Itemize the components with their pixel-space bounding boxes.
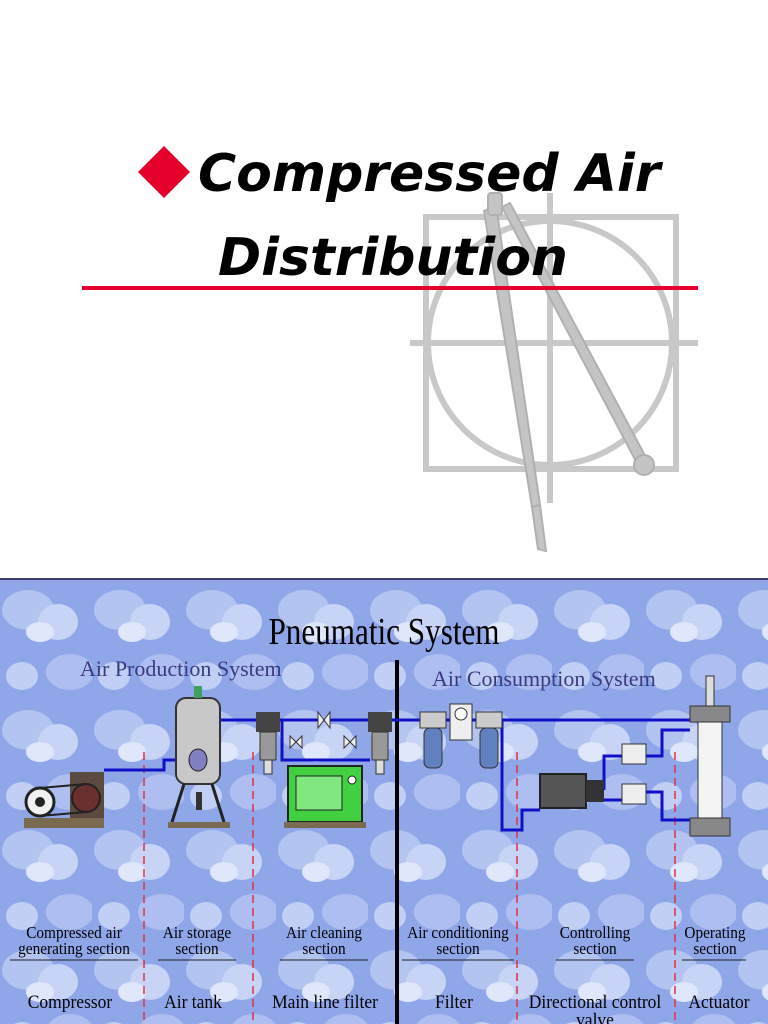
section-label-line: section bbox=[302, 939, 346, 958]
component-label-main-line-filter: Main line filter bbox=[272, 992, 378, 1013]
section-label-line: section bbox=[693, 939, 737, 958]
filter-regulator-icon bbox=[419, 703, 503, 769]
air-tank-icon bbox=[168, 686, 230, 828]
slide-title-line-1: Compressed Air bbox=[198, 144, 661, 204]
title-underline bbox=[82, 286, 698, 290]
diagram-title: Pneumatic System bbox=[268, 611, 500, 653]
section-label-operating: Operating section bbox=[682, 923, 749, 958]
component-label-line: Directional control bbox=[528, 992, 662, 1013]
title-bullet-icon bbox=[138, 146, 190, 198]
component-label-air-tank: Air tank bbox=[164, 992, 222, 1013]
section-label-line: Air cleaning bbox=[285, 923, 363, 942]
compass-watermark-icon bbox=[410, 192, 698, 553]
section-dividers bbox=[143, 752, 676, 1024]
actuator-cylinder-icon bbox=[689, 675, 731, 837]
section-label-line: section bbox=[175, 939, 219, 958]
title-slide: Compressed Air Distribution bbox=[82, 144, 698, 553]
air-dryer-icon bbox=[284, 765, 366, 828]
compressor-icon bbox=[24, 772, 104, 828]
section-label-air-storage: Air storage section bbox=[155, 923, 240, 958]
component-label-filter: Filter bbox=[435, 992, 473, 1013]
diagram-canvas bbox=[0, 580, 768, 1024]
section-label-air-cleaning: Air cleaning section bbox=[275, 923, 372, 958]
section-label-line: Air conditioning bbox=[407, 923, 509, 942]
main-line-filter-icon bbox=[256, 712, 392, 775]
section-label-line: section bbox=[436, 939, 480, 958]
section-label-line: section bbox=[573, 939, 617, 958]
pneumatic-system-diagram: Pneumatic System Air Production System A… bbox=[0, 578, 768, 1024]
directional-control-valve-icon bbox=[539, 743, 647, 809]
production-consumption-divider bbox=[395, 660, 399, 1024]
section-label-line: Compressed air bbox=[26, 923, 122, 942]
component-label-line: valve bbox=[576, 1010, 614, 1024]
component-label-actuator: Actuator bbox=[688, 992, 750, 1013]
section-label-air-conditioning: Air conditioning section bbox=[402, 923, 514, 958]
air-production-system-label: Air Production System bbox=[80, 656, 282, 681]
component-label-compressor: Compressor bbox=[27, 992, 113, 1013]
section-label-compressed-air: Compressed air generating section bbox=[15, 923, 134, 958]
section-label-line: Air storage bbox=[162, 923, 232, 942]
shutoff-valves-icon bbox=[289, 710, 357, 750]
section-label-controlling: Controlling section bbox=[546, 923, 645, 958]
section-label-line: generating section bbox=[18, 939, 130, 958]
section-label-line: Controlling bbox=[559, 923, 631, 942]
slide-title-line-2: Distribution bbox=[218, 228, 568, 288]
air-consumption-system-label: Air Consumption System bbox=[432, 666, 656, 691]
section-label-line: Operating bbox=[684, 923, 746, 942]
component-label-directional-control-valve: Directional control valve bbox=[522, 992, 667, 1024]
